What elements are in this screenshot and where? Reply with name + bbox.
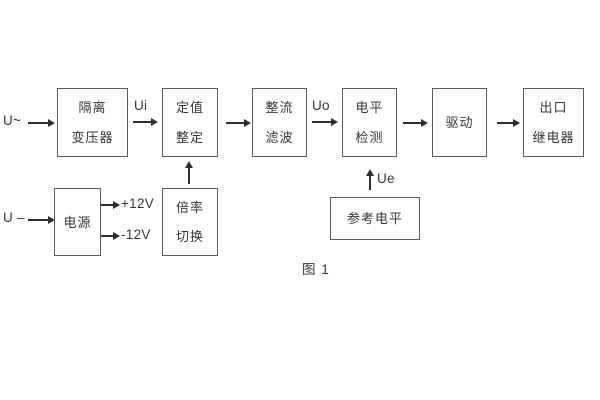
arrow-uo — [312, 118, 338, 126]
arrow-minus-12v — [101, 232, 120, 240]
block-label: 定值 — [175, 100, 204, 115]
block-label: 继电器 — [532, 130, 575, 145]
block-setting-adjust: 定值 整定 — [162, 88, 218, 157]
block-label: 切换 — [175, 229, 204, 244]
block-label: 出口 — [539, 100, 568, 115]
block-rectifier-filter: 整流 滤波 — [252, 88, 307, 157]
block-label: 电源 — [63, 214, 92, 230]
block-ratio-switch: 倍率 切换 — [162, 188, 218, 256]
block-label: 电平 — [355, 100, 384, 115]
arrow-up-ratio-to-setting — [185, 161, 193, 184]
label-plus-12v: +12V — [121, 196, 155, 211]
label-ac-input: U~ — [3, 113, 22, 128]
arrow-dc-input — [28, 216, 55, 224]
block-label: 隔离 — [78, 100, 107, 115]
block-label: 参考电平 — [346, 211, 403, 226]
block-label: 倍率 — [175, 200, 204, 215]
block-label: 变压器 — [71, 130, 114, 145]
label-minus-12v: -12V — [121, 227, 151, 242]
label-signal-ui: Ui — [134, 98, 148, 113]
arrow-drive-to-relay — [497, 119, 520, 127]
block-label: 检测 — [355, 130, 384, 145]
label-signal-ue: Ue — [377, 171, 395, 186]
label-signal-uo: Uo — [312, 98, 330, 113]
block-label: 滤波 — [265, 130, 294, 145]
arrow-setting-to-rectifier — [226, 119, 251, 127]
arrow-ac-input — [28, 119, 55, 127]
block-drive: 驱动 — [432, 88, 487, 157]
block-level-detect: 电平 检测 — [342, 88, 397, 157]
block-label: 整流 — [265, 100, 294, 115]
block-label: 驱动 — [445, 115, 474, 130]
block-reference-level: 参考电平 — [330, 197, 420, 240]
block-power-supply: 电源 — [54, 188, 101, 256]
block-label: 整定 — [175, 130, 204, 145]
arrow-plus-12v — [101, 201, 120, 209]
arrow-up-ue — [366, 169, 374, 190]
arrow-detect-to-drive — [403, 119, 428, 127]
block-isolation-transformer: 隔离 变压器 — [57, 88, 128, 157]
label-dc-input: U – — [3, 210, 25, 225]
block-output-relay: 出口 继电器 — [523, 88, 584, 157]
figure-caption: 图 1 — [302, 262, 330, 277]
arrow-ui — [133, 118, 158, 126]
